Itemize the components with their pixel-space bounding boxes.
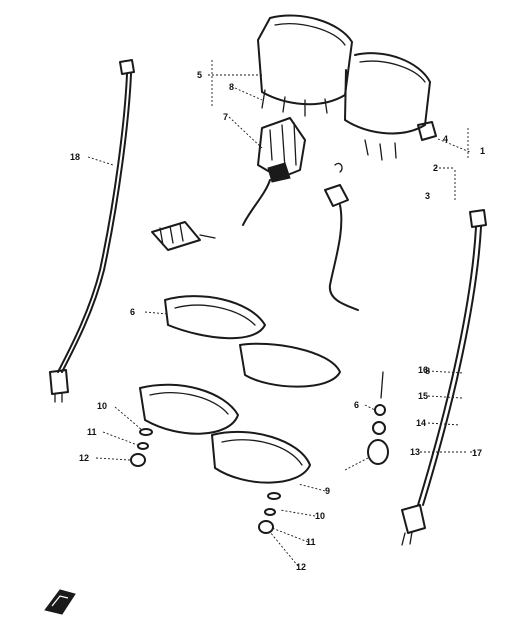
callout-3: 3 xyxy=(425,191,430,201)
meter-case-upper xyxy=(164,295,341,388)
tachometer-cable xyxy=(401,209,487,546)
leader-lines xyxy=(87,60,478,567)
callout-14: 14 xyxy=(416,418,426,428)
callout-labels: 1 2 3 4 5 6 7 8 8 6 9 10 10 11 11 12 12 … xyxy=(70,70,485,572)
bulb-socket-cluster xyxy=(242,117,306,226)
callout-4: 4 xyxy=(443,134,448,144)
callout-10-center: 10 xyxy=(315,511,325,521)
callout-9: 9 xyxy=(325,486,330,496)
meter-housing-left xyxy=(257,14,353,117)
callout-16: 16 xyxy=(418,365,428,375)
callout-1: 1 xyxy=(480,146,485,156)
callout-8-left: 8 xyxy=(229,82,234,92)
washer-nut-group-left xyxy=(130,428,153,467)
callout-18: 18 xyxy=(70,152,80,162)
washer-nut-group-center xyxy=(258,492,281,534)
callout-6-right: 6 xyxy=(354,400,359,410)
callout-11-left: 11 xyxy=(87,427,97,437)
callout-6-upper: 6 xyxy=(130,307,135,317)
speedometer-cable xyxy=(49,59,135,403)
callout-7: 7 xyxy=(223,112,228,122)
callout-12-left: 12 xyxy=(79,453,89,463)
meter-housing-right xyxy=(344,52,431,161)
front-direction-icon xyxy=(44,589,76,615)
callout-10-left: 10 xyxy=(97,401,107,411)
indicator-lamp-wire xyxy=(324,162,359,311)
callout-17: 17 xyxy=(472,448,482,458)
meter-case-lower-left xyxy=(139,383,239,435)
callout-2: 2 xyxy=(433,163,438,173)
callout-8-right: 8 xyxy=(425,366,430,376)
wire-connector xyxy=(151,221,216,251)
callout-12-center: 12 xyxy=(296,562,306,572)
callout-15: 15 xyxy=(418,391,428,401)
grommet-stack xyxy=(367,371,389,465)
callout-5: 5 xyxy=(197,70,202,80)
lamp-bulb-right xyxy=(417,121,437,141)
callout-13: 13 xyxy=(410,447,420,457)
callout-11-center: 11 xyxy=(306,537,316,547)
meter-case-lower-right xyxy=(211,430,311,484)
